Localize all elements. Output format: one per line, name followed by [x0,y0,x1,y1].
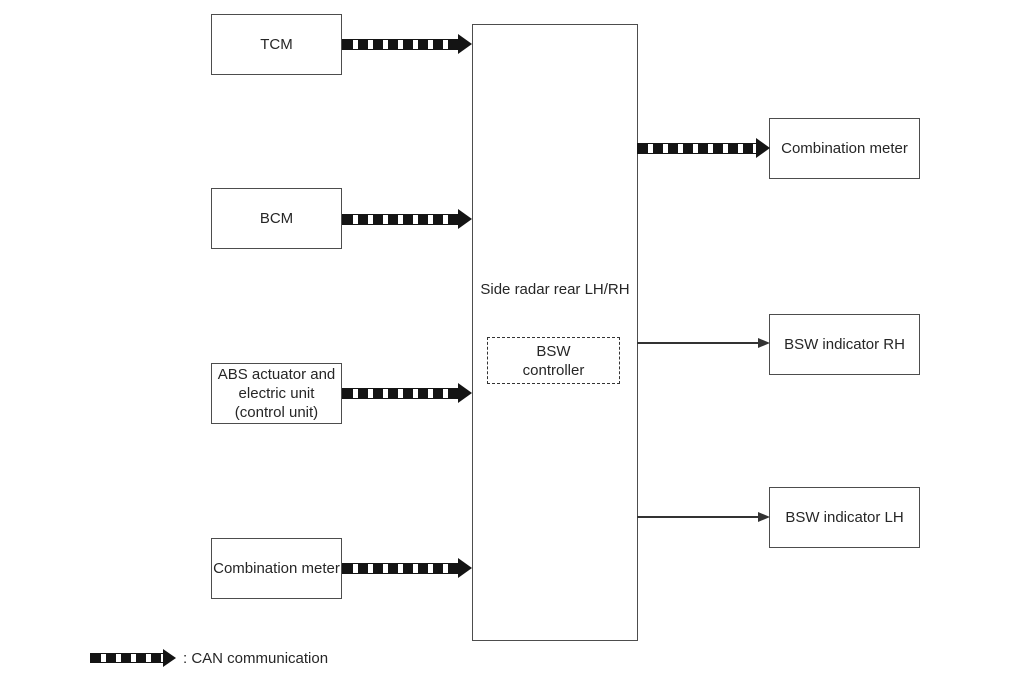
can-arrow-shaft [342,213,459,225]
arrowhead-icon [758,338,770,348]
arrow-radar-to-bsw-indicator-rh [637,337,770,349]
node-abs-actuator: ABS actuator and electric unit (control … [211,363,342,424]
legend: : CAN communication [90,647,328,669]
arrowhead-icon [458,558,472,578]
arrowhead-icon [458,34,472,54]
can-arrow-shaft [342,387,459,399]
can-arrow-shaft [637,142,757,154]
side-radar-label: Side radar rear LH/RH [480,281,630,298]
arrowhead-icon [758,512,770,522]
can-arrow-tcm-to-radar [342,33,472,55]
node-bsw-indicator-rh: BSW indicator RH [769,314,920,375]
arrowhead-icon [458,383,472,403]
can-arrow-bcm-to-radar [342,208,472,230]
can-arrow-radar-to-combination-meter [637,137,770,159]
can-arrow-shaft [342,562,459,574]
node-tcm: TCM [211,14,342,75]
arrow-radar-to-bsw-indicator-lh [637,511,770,523]
can-arrow-shaft [342,38,459,50]
node-combination-meter-left: Combination meter [211,538,342,599]
legend-label: : CAN communication [183,649,329,667]
arrowhead-icon [756,138,770,158]
node-bsw-indicator-lh: BSW indicator LH [769,487,920,548]
node-side-radar: Side radar rear LH/RH BSW controller [472,24,638,641]
can-arrow-combination-meter-to-radar [342,557,472,579]
node-bsw-controller: BSW controller [487,337,620,384]
legend-arrowhead-icon [163,649,176,667]
arrow-shaft [637,516,759,518]
arrowhead-icon [458,209,472,229]
node-combination-meter-right: Combination meter [769,118,920,179]
can-arrow-abs-to-radar [342,382,472,404]
legend-can-arrow-shaft [90,653,164,663]
arrow-shaft [637,342,759,344]
node-bcm: BCM [211,188,342,249]
